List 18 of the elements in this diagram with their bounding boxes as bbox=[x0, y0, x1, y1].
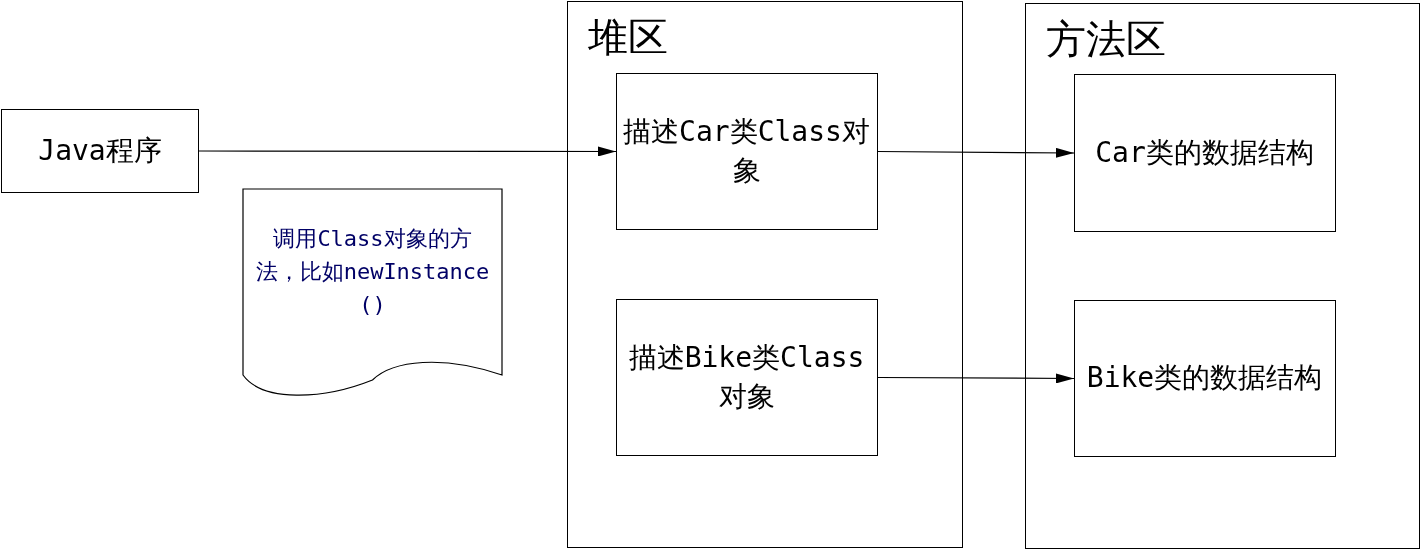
box-label: 描述Car类Class对象 bbox=[622, 113, 871, 189]
box-label: Bike类的数据结构 bbox=[1085, 360, 1324, 397]
process-box bbox=[1073, 299, 1336, 457]
arrow bbox=[198, 146, 617, 157]
note-text: 调用Class对象的方法，比如newInstance() bbox=[254, 225, 491, 319]
box-label: 描述Bike类Class对象 bbox=[627, 339, 866, 415]
arrow bbox=[877, 373, 1075, 384]
box-label: Java程序 bbox=[37, 133, 163, 170]
process-box bbox=[615, 72, 878, 230]
memory-region bbox=[1025, 3, 1420, 549]
memory-region bbox=[567, 1, 963, 548]
arrow bbox=[877, 147, 1075, 158]
process-box bbox=[1073, 73, 1336, 232]
box-label: Car类的数据结构 bbox=[1094, 134, 1315, 171]
region-heading: 堆区 bbox=[588, 13, 668, 62]
process-box bbox=[615, 298, 878, 456]
region-heading: 方法区 bbox=[1046, 15, 1166, 64]
process-box bbox=[1, 109, 199, 193]
